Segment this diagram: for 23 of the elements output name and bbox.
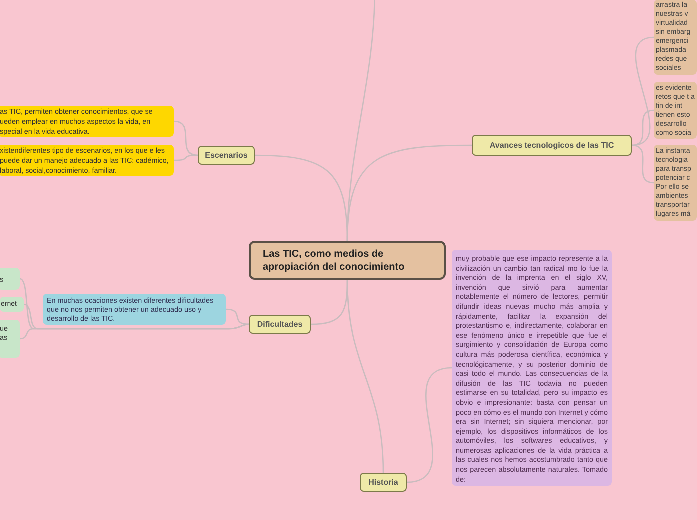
- topic-box: [249, 241, 446, 280]
- connector-line: [632, 110, 654, 146]
- note-box: [0, 268, 20, 290]
- connector-line: [174, 154, 198, 162]
- topic-text: Las TIC, como medios de apropiación del conocimiento: [263, 248, 406, 274]
- branch-text: Avances tecnologicos de las TIC: [490, 140, 614, 152]
- connector-line: [406, 367, 452, 484]
- branch-text: Historia: [368, 476, 398, 488]
- branch-box: [360, 473, 407, 492]
- note-box: [0, 320, 20, 358]
- branch-box: [198, 146, 255, 165]
- connector-line: [346, 0, 376, 242]
- branch-text: Escenarios: [205, 150, 248, 162]
- branch-box: [472, 135, 632, 156]
- connector-line: [174, 120, 198, 156]
- connector-line: [20, 324, 250, 340]
- connector-line: [632, 144, 654, 184]
- note-box: [43, 294, 226, 325]
- branch-box: [249, 315, 311, 334]
- connector-line: [226, 308, 250, 326]
- branch-text: Dificultades: [257, 318, 303, 330]
- connector-line: [346, 280, 384, 474]
- note-box: [0, 297, 24, 312]
